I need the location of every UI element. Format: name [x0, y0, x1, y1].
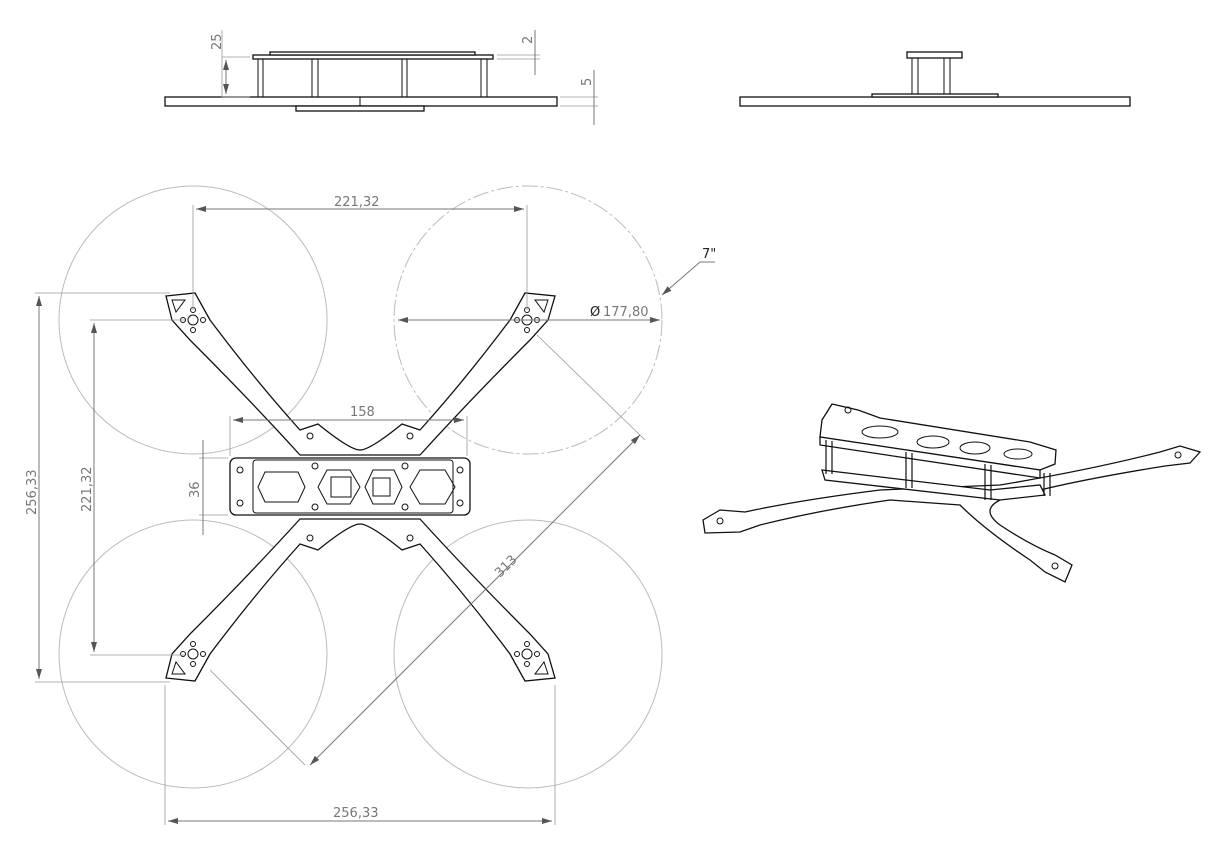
dim-prop-diameter: 177,80 — [603, 305, 649, 320]
dim-body-width: 36 — [188, 481, 203, 498]
side-view-dimensions: 25 2 5 — [210, 30, 598, 125]
side-view-front — [164, 51, 558, 112]
dim-motor-spacing-y: 221,32 — [80, 467, 95, 513]
dim-motor-spacing-x: 221,32 — [334, 195, 380, 210]
dim-stack-height: 25 — [210, 33, 225, 50]
prop-circle-front-left — [58, 185, 328, 455]
motor-mount-rear-left — [171, 641, 206, 675]
dim-bottom-plate: 5 — [580, 78, 595, 86]
isometric-view — [702, 403, 1202, 583]
dim-overall-width: 256,33 — [333, 806, 379, 821]
side-view-right — [739, 51, 1131, 107]
dim-prop-diameter-symbol: Ø — [590, 305, 600, 320]
dim-diagonal: 313 — [492, 553, 520, 581]
dim-overall-height: 256,33 — [25, 470, 40, 516]
prop-size-label: 7" — [702, 247, 716, 262]
dim-top-plate: 2 — [521, 36, 536, 44]
frame-top-view — [165, 292, 556, 682]
dim-body-length: 158 — [350, 405, 375, 420]
top-view-dimensions: 221,32 256,33 221,32 256,33 158 36 313 Ø… — [25, 195, 716, 825]
